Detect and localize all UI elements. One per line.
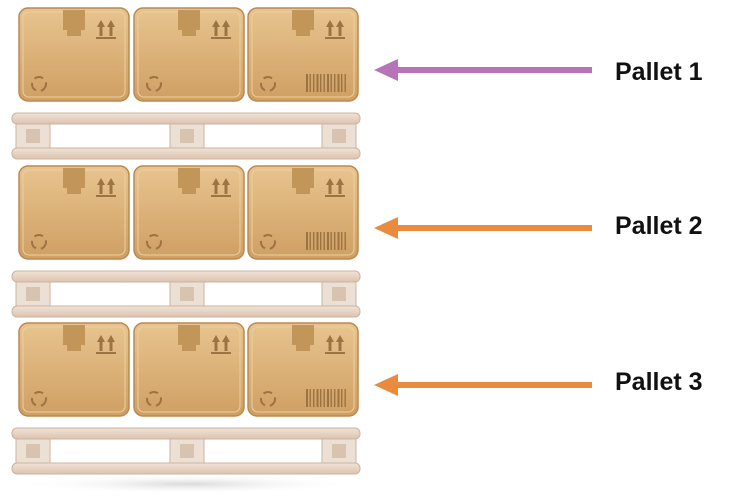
cardboard-box — [247, 165, 359, 260]
pallet-stack-1 — [11, 7, 361, 160]
box-tape — [178, 325, 200, 345]
this-side-up-icon — [211, 178, 231, 197]
box-tape — [178, 10, 200, 30]
barcode-icon — [306, 232, 346, 250]
box-tape — [63, 168, 85, 188]
this-side-up-icon — [325, 335, 345, 354]
recycle-icon — [146, 391, 162, 407]
box-tape — [178, 168, 200, 188]
barcode-icon — [306, 74, 346, 92]
this-side-up-icon — [96, 20, 116, 39]
recycle-icon — [260, 234, 276, 250]
recycle-icon — [31, 391, 47, 407]
wooden-pallet — [11, 112, 361, 160]
floor-shadow — [18, 474, 358, 494]
recycle-icon — [260, 391, 276, 407]
pallet-label-2: Pallet 2 — [615, 212, 703, 240]
cardboard-box — [18, 7, 130, 102]
this-side-up-icon — [325, 178, 345, 197]
box-tape — [292, 10, 314, 30]
cardboard-box — [18, 165, 130, 260]
pallet-stack-3 — [11, 322, 361, 475]
wooden-pallet — [11, 270, 361, 318]
pointer-arrow-1 — [374, 59, 592, 81]
box-tape — [63, 325, 85, 345]
this-side-up-icon — [211, 335, 231, 354]
pointer-arrow-2 — [374, 217, 592, 239]
box-tape — [292, 325, 314, 345]
wooden-pallet — [11, 427, 361, 475]
box-tape — [63, 10, 85, 30]
cardboard-box — [247, 322, 359, 417]
recycle-icon — [31, 234, 47, 250]
this-side-up-icon — [211, 20, 231, 39]
pointer-arrow-3 — [374, 374, 592, 396]
recycle-icon — [146, 76, 162, 92]
recycle-icon — [260, 76, 276, 92]
this-side-up-icon — [325, 20, 345, 39]
this-side-up-icon — [96, 335, 116, 354]
cardboard-box — [247, 7, 359, 102]
cardboard-box — [133, 322, 245, 417]
recycle-icon — [31, 76, 47, 92]
cardboard-box — [18, 322, 130, 417]
barcode-icon — [306, 389, 346, 407]
this-side-up-icon — [96, 178, 116, 197]
pallet-label-3: Pallet 3 — [615, 368, 703, 396]
pallet-stack-2 — [11, 165, 361, 318]
recycle-icon — [146, 234, 162, 250]
box-tape — [292, 168, 314, 188]
pallet-label-1: Pallet 1 — [615, 58, 703, 86]
cardboard-box — [133, 165, 245, 260]
cardboard-box — [133, 7, 245, 102]
